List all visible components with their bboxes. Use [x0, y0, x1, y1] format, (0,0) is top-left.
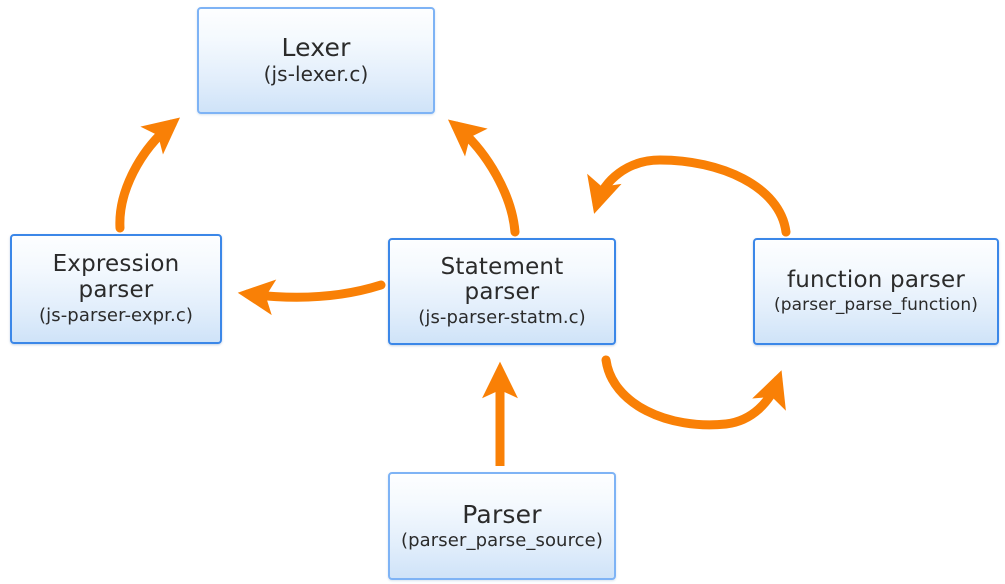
- node-parser-title: Parser: [462, 499, 542, 529]
- node-statement-parser[interactable]: Statement parser (js-parser-statm.c): [388, 238, 616, 345]
- node-expression-parser[interactable]: Expression parser (js-parser-expr.c): [10, 234, 222, 344]
- node-lexer[interactable]: Lexer (js-lexer.c): [197, 7, 435, 114]
- node-expression-parser-subtitle: (js-parser-expr.c): [39, 304, 193, 326]
- edge-statement-parser-to-lexer: [447, 119, 520, 237]
- node-expression-parser-title: Expression parser: [52, 251, 180, 303]
- node-lexer-subtitle: (js-lexer.c): [263, 62, 369, 87]
- node-function-parser[interactable]: function parser (parser_parse_function): [753, 238, 999, 345]
- node-function-parser-title: function parser: [786, 267, 965, 294]
- node-function-parser-subtitle: (parser_parse_function): [773, 294, 979, 315]
- node-lexer-title: Lexer: [281, 33, 351, 63]
- edge-function-parser-to-statement-parser: [587, 155, 791, 237]
- node-parser-subtitle: (parser_parse_source): [401, 529, 603, 551]
- edge-expression-parser-to-lexer: [115, 117, 181, 233]
- node-statement-parser-title: Statement parser: [440, 253, 564, 306]
- node-parser[interactable]: Parser (parser_parse_source): [388, 472, 616, 580]
- node-statement-parser-subtitle: (js-parser-statm.c): [418, 307, 586, 329]
- edge-statement-parser-to-function-parser: [601, 355, 786, 430]
- edge-statement-parser-to-expression-parser: [237, 279, 386, 316]
